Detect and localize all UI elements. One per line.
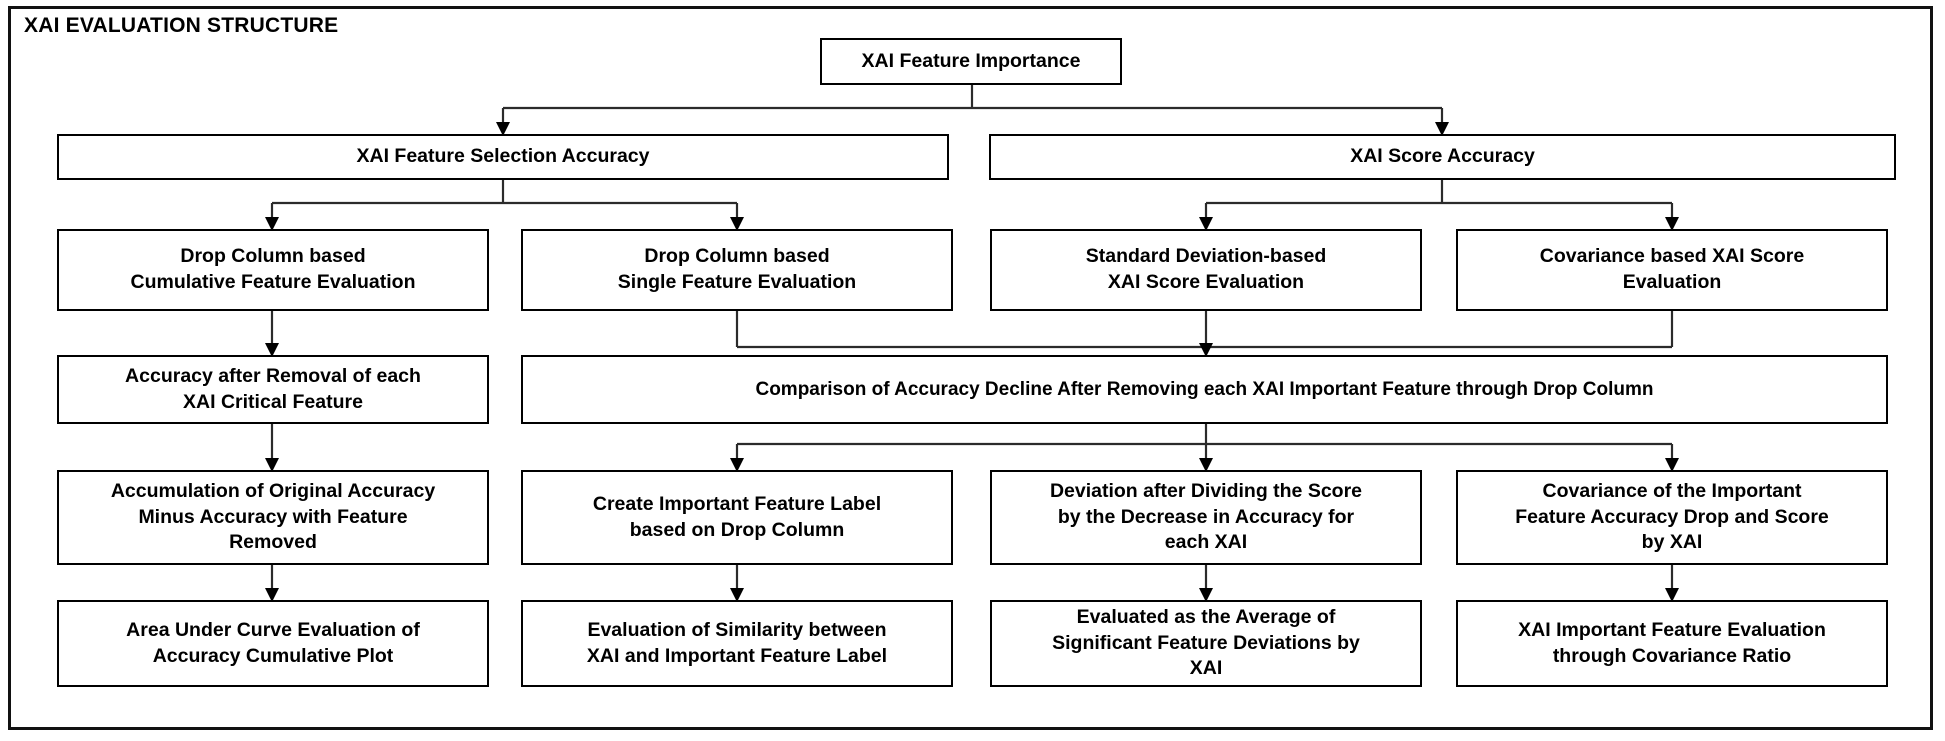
node-accumulation-original-accuracy-minus[interactable]: Accumulation of Original Accuracy Minus …: [57, 470, 489, 565]
node-evaluation-of-similarity[interactable]: Evaluation of Similarity between XAI and…: [521, 600, 953, 687]
node-area-under-curve-evaluation[interactable]: Area Under Curve Evaluation of Accuracy …: [57, 600, 489, 687]
node-xai-feature-importance[interactable]: XAI Feature Importance: [820, 38, 1122, 85]
node-drop-column-cumulative-feature-evaluation[interactable]: Drop Column based Cumulative Feature Eva…: [57, 229, 489, 311]
node-deviation-after-dividing-score[interactable]: Deviation after Dividing the Score by th…: [990, 470, 1422, 565]
node-standard-deviation-xai-score-evaluation[interactable]: Standard Deviation-based XAI Score Evalu…: [990, 229, 1422, 311]
node-xai-score-accuracy[interactable]: XAI Score Accuracy: [989, 134, 1896, 180]
node-create-important-feature-label[interactable]: Create Important Feature Label based on …: [521, 470, 953, 565]
node-accuracy-after-removal-xai-critical-feature[interactable]: Accuracy after Removal of each XAI Criti…: [57, 355, 489, 424]
page-title: XAI EVALUATION STRUCTURE: [24, 14, 339, 37]
node-covariance-important-feature-drop-score[interactable]: Covariance of the Important Feature Accu…: [1456, 470, 1888, 565]
node-covariance-based-xai-score-evaluation[interactable]: Covariance based XAI Score Evaluation: [1456, 229, 1888, 311]
node-evaluated-average-significant-deviations[interactable]: Evaluated as the Average of Significant …: [990, 600, 1422, 687]
node-drop-column-single-feature-evaluation[interactable]: Drop Column based Single Feature Evaluat…: [521, 229, 953, 311]
node-comparison-of-accuracy-decline[interactable]: Comparison of Accuracy Decline After Rem…: [521, 355, 1888, 424]
node-xai-feature-selection-accuracy[interactable]: XAI Feature Selection Accuracy: [57, 134, 949, 180]
node-xai-important-feature-covariance-ratio[interactable]: XAI Important Feature Evaluation through…: [1456, 600, 1888, 687]
